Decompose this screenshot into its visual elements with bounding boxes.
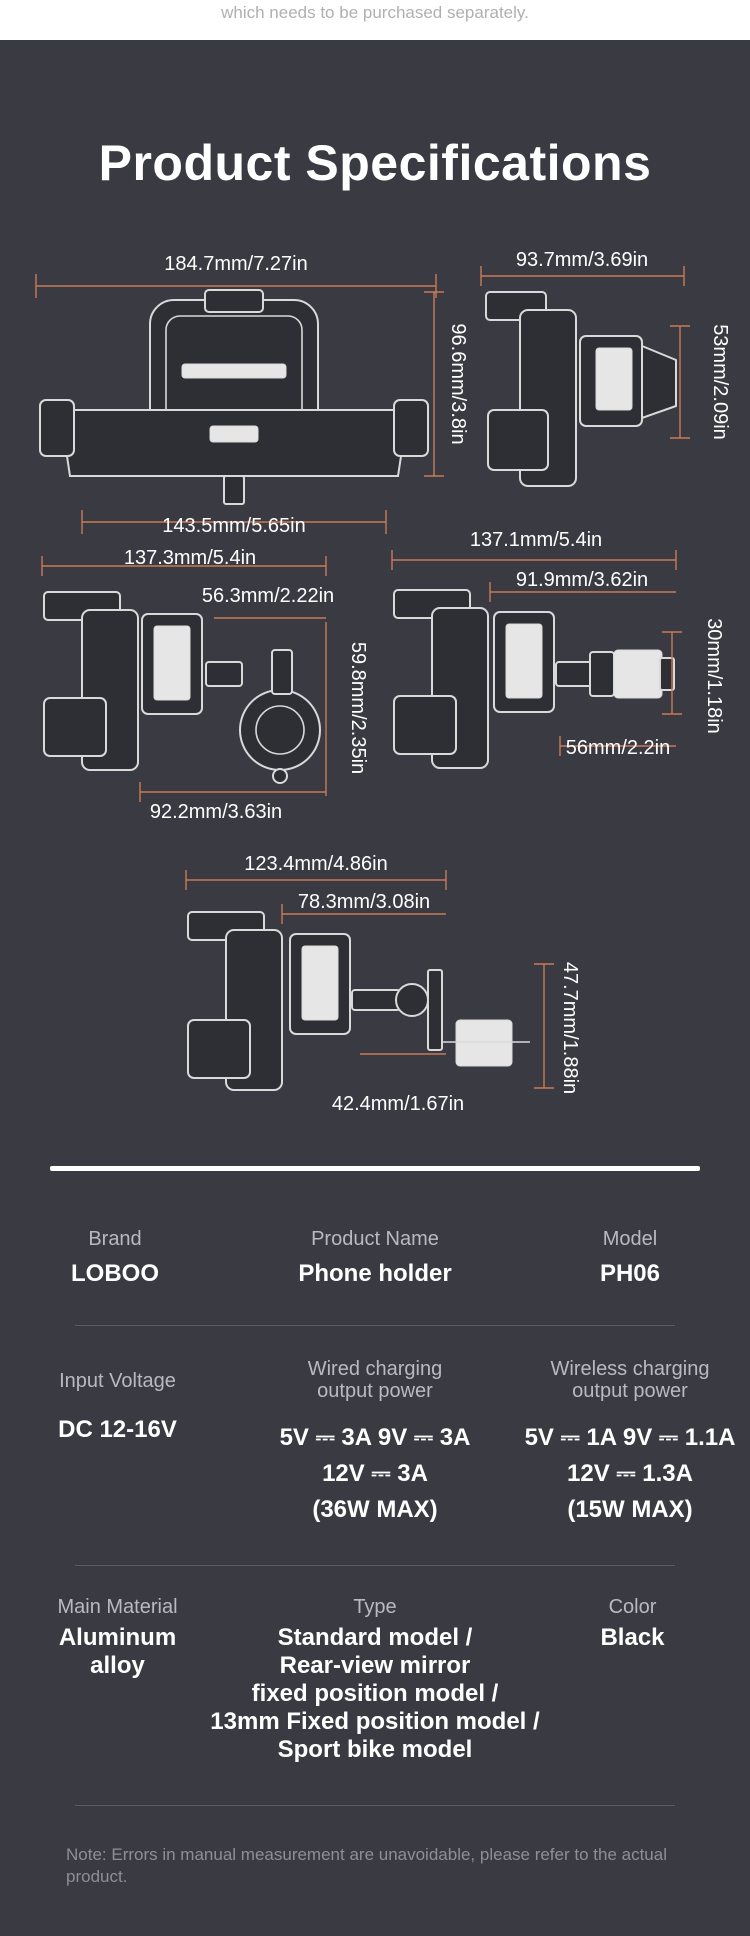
page-title: Product Specifications: [98, 135, 652, 191]
spec-material: Main Material Aluminum alloy: [40, 1596, 195, 1680]
spec-brand-label: Brand: [88, 1228, 142, 1250]
fixed-mount-diagram: 123.4mm/4.86in 78.3mm/3.08in 47.7mm/1.88…: [185, 853, 581, 1115]
dim-handlebar-bottom: 92.2mm/3.63in: [150, 801, 282, 823]
footnote: Note: Errors in manual measurement are u…: [66, 1845, 667, 1886]
spec-type-line: Standard model /: [277, 1624, 473, 1651]
dim-handlebar-height: 59.8mm/2.35in: [347, 642, 369, 774]
section-divider: [50, 1166, 700, 1171]
spec-input-voltage-label: Input Voltage: [59, 1370, 176, 1392]
spec-input-voltage-value: DC 12-16V: [58, 1416, 177, 1443]
spec-wired-label-1: Wired charging: [307, 1358, 443, 1380]
spec-type-line: Sport bike model: [277, 1736, 473, 1763]
dim-mirror-arm: 91.9mm/3.62in: [516, 569, 648, 591]
top-strip: which needs to be purchased separately.: [0, 0, 750, 40]
dim-front-height: 96.6mm/3.8in: [447, 323, 469, 444]
spec-model: Model PH06: [560, 1228, 700, 1288]
row-separator: [75, 1325, 675, 1326]
spec-type-label: Type: [353, 1596, 397, 1618]
front-view-diagram: 184.7mm/7.27in 143.5mm/5.65in 96.6mm/3.8…: [35, 253, 469, 537]
spec-wired-output: Wired charging output power 5V ⎓ 3A 9V ⎓…: [240, 1358, 510, 1524]
spec-model-value: PH06: [599, 1260, 661, 1287]
spec-material-label: Main Material: [57, 1596, 178, 1618]
spec-product-name-label: Product Name: [311, 1228, 439, 1250]
dim-mirror-width: 137.1mm/5.4in: [470, 529, 602, 551]
mirror-mount-diagram: 137.1mm/5.4in 91.9mm/3.62in 30mm/1.18in …: [391, 529, 725, 769]
spec-wireless-output: Wireless charging output power 5V ⎓ 1A 9…: [520, 1358, 740, 1524]
dim-fixed-arm: 78.3mm/3.08in: [298, 891, 430, 913]
spec-wireless-value-2: 12V ⎓ 1.3A: [567, 1460, 693, 1487]
row-separator: [75, 1805, 675, 1806]
spec-wireless-value-1: 5V ⎓ 1A 9V ⎓ 1.1A: [524, 1424, 736, 1451]
dim-fixed-bottom: 42.4mm/1.67in: [332, 1093, 464, 1115]
dim-side-width: 93.7mm/3.69in: [516, 249, 648, 271]
dim-fixed-height: 47.7mm/1.88in: [559, 962, 581, 1094]
spec-wired-value-1: 5V ⎓ 3A 9V ⎓ 3A: [279, 1424, 471, 1451]
spec-color: Color Black: [570, 1596, 695, 1652]
spec-wireless-value-3: (15W MAX): [567, 1496, 693, 1523]
dim-mirror-height: 30mm/1.18in: [703, 618, 725, 734]
spec-material-value-2: alloy: [90, 1652, 145, 1679]
spec-brand: Brand LOBOO: [40, 1228, 190, 1288]
spec-input-voltage: Input Voltage DC 12-16V: [40, 1370, 195, 1444]
dimension-diagrams: 184.7mm/7.27in 143.5mm/5.65in 96.6mm/3.8…: [35, 249, 731, 1115]
spec-type: Type Standard model / Rear-view mirror f…: [175, 1596, 575, 1764]
spec-model-label: Model: [602, 1228, 658, 1250]
spec-wired-label-2: output power: [317, 1380, 433, 1402]
spec-brand-value: LOBOO: [71, 1260, 159, 1287]
dim-handlebar-width: 137.3mm/5.4in: [124, 547, 256, 569]
dim-fixed-width: 123.4mm/4.86in: [244, 853, 387, 875]
spec-color-value: Black: [600, 1624, 665, 1651]
row-separator: [75, 1565, 675, 1566]
spec-wired-value-3: (36W MAX): [312, 1496, 438, 1523]
dim-handlebar-arm: 56.3mm/2.22in: [202, 585, 334, 607]
spec-wired-value-2: 12V ⎓ 3A: [322, 1460, 428, 1487]
top-note: which needs to be purchased separately.: [221, 3, 529, 22]
spec-color-label: Color: [608, 1596, 657, 1618]
spec-product-name-value: Phone holder: [298, 1260, 452, 1287]
dim-mirror-bottom: 56mm/2.2in: [566, 737, 671, 759]
spec-product-name: Product Name Phone holder: [250, 1228, 500, 1288]
spec-type-line: fixed position model /: [251, 1680, 499, 1707]
spec-type-line: Rear-view mirror: [279, 1652, 471, 1679]
dim-front-bottom: 143.5mm/5.65in: [162, 515, 305, 537]
dim-front-width: 184.7mm/7.27in: [164, 253, 307, 275]
spec-type-line: 13mm Fixed position model /: [210, 1708, 540, 1735]
handlebar-mount-diagram: 137.3mm/5.4in 56.3mm/2.22in 92.2mm/3.63i…: [41, 547, 369, 823]
spec-material-value-1: Aluminum: [58, 1624, 177, 1651]
dim-side-height: 53mm/2.09in: [709, 324, 731, 440]
spec-wireless-label-1: Wireless charging: [550, 1358, 710, 1380]
side-view-diagram: 93.7mm/3.69in 53mm/2.09in: [480, 249, 731, 487]
spec-wireless-label-2: output power: [572, 1380, 688, 1402]
